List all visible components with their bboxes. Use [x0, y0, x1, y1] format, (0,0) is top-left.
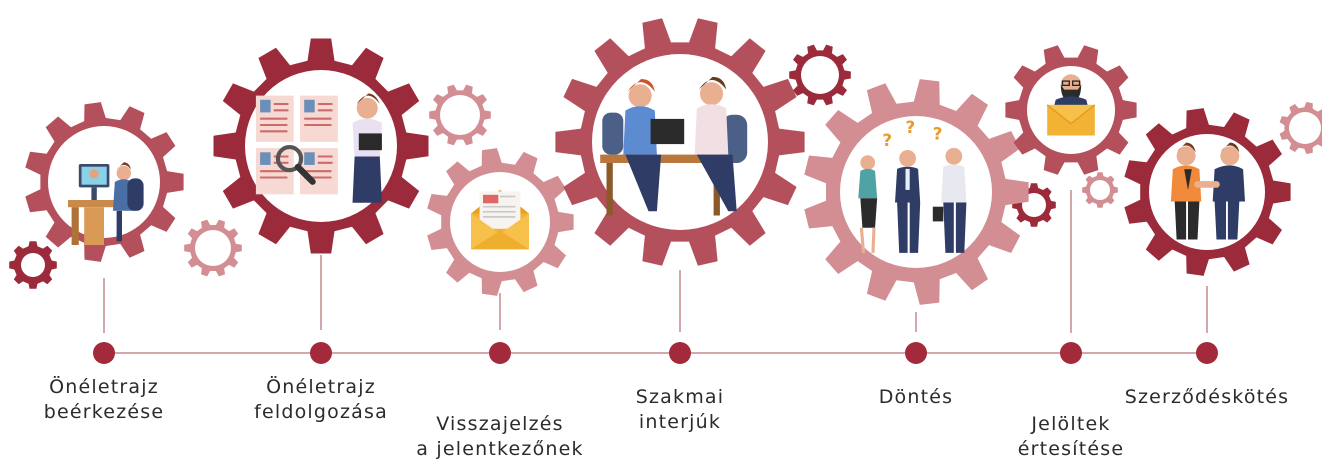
step-label-line1: Visszajelzés — [436, 413, 564, 435]
small-gear-1-hole — [21, 253, 45, 277]
step-label-2: Önéletrajz feldolgozása — [254, 375, 388, 425]
step-label-line1: Önéletrajz — [266, 376, 376, 398]
small-gear-4-hole — [801, 56, 839, 94]
envelope-icon — [470, 188, 530, 251]
step-label-line2: értesítése — [1017, 438, 1125, 460]
step-label-line1: Önéletrajz — [49, 376, 159, 398]
timeline-dot-5 — [905, 342, 927, 364]
small-gear-6-hole — [1090, 180, 1110, 200]
step-label-3: Visszajelzés a jelentkezőnek — [416, 412, 583, 462]
step-label-line1: Szakmai — [635, 386, 725, 408]
step-label-7: Szerződéskötés — [1125, 385, 1290, 410]
timeline-dot-4 — [669, 342, 691, 364]
step-label-line2: interjúk — [638, 411, 722, 433]
step-label-1: Önéletrajz beérkezése — [44, 375, 165, 425]
step-label-6: Jelöltek értesítése — [1018, 412, 1125, 462]
step-label-line1: Szerződéskötés — [1124, 386, 1290, 408]
timeline-dot-7 — [1196, 342, 1218, 364]
small-gear-7-hole — [1289, 112, 1321, 144]
resume-review-icon — [256, 94, 382, 203]
timeline-dot-3 — [489, 342, 511, 364]
timeline-dot-6 — [1060, 342, 1082, 364]
timeline-dot-2 — [310, 342, 332, 364]
main-gear-7-hole — [1149, 134, 1265, 250]
step-label-line2: feldolgozása — [254, 401, 388, 423]
step-label-5: Döntés — [879, 385, 954, 410]
step-label-4: Szakmai interjúk — [636, 385, 725, 435]
step-label-line2: a jelentkezőnek — [416, 438, 584, 460]
timeline-dot-1 — [93, 342, 115, 364]
small-gear-2-hole — [195, 230, 231, 266]
small-gear-3-hole — [440, 95, 480, 135]
step-label-line1: Jelöltek — [1031, 413, 1111, 435]
step-label-line2: beérkezése — [43, 401, 165, 423]
step-label-line1: Döntés — [878, 386, 954, 408]
